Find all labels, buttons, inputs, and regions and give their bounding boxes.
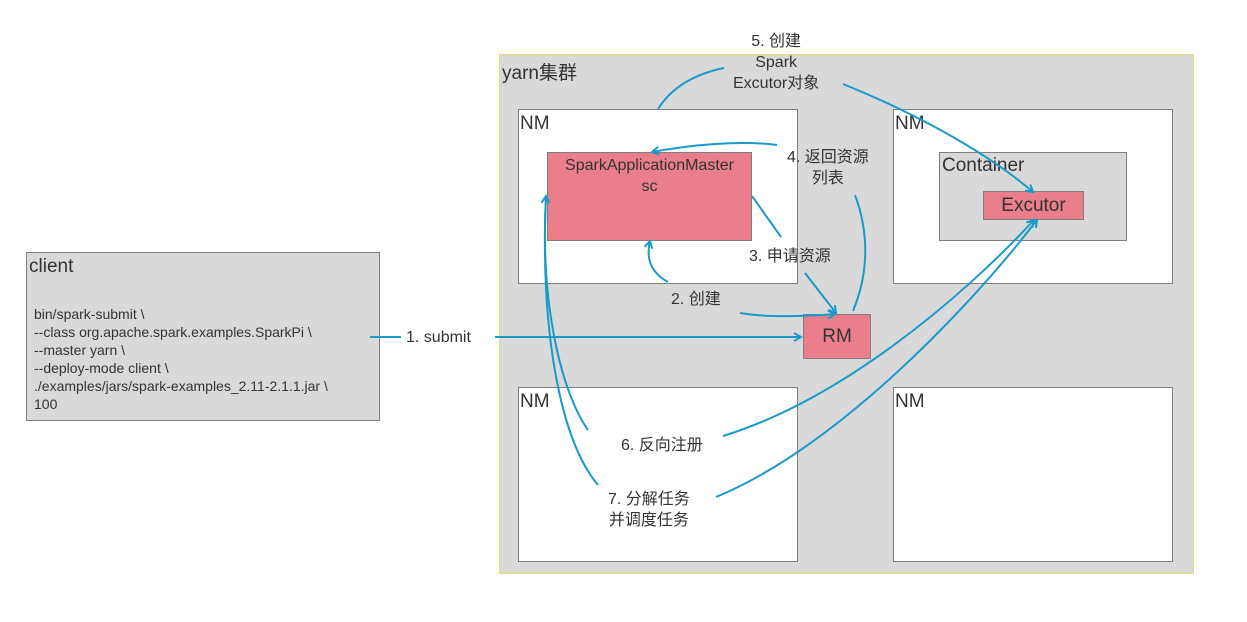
step-5-line3: Excutor对象 (733, 75, 820, 92)
step-7-line2: 并调度任务 (608, 512, 689, 529)
client-box: client bin/spark-submit \ --class org.ap… (26, 252, 380, 421)
node-manager-bottom-right: NM (893, 387, 1173, 562)
step-1-label: 1. submit (406, 329, 471, 346)
resource-manager: RM (803, 314, 871, 359)
client-title: client (29, 256, 74, 277)
step-7-line1: 7. 分解任务 (608, 491, 690, 508)
step-5-label: 5. 创建 Spark Excutor对象 (733, 31, 819, 94)
step-4-label: 4. 返回资源 列表 (787, 147, 869, 189)
step-7-label: 7. 分解任务 并调度任务 (608, 489, 690, 531)
node-manager-bottom-left: NM (518, 387, 798, 562)
step-2-label: 2. 创建 (671, 291, 721, 308)
yarn-cluster-title: yarn集群 (502, 63, 577, 84)
step-5-line2: Spark (755, 54, 798, 71)
step-4-line2: 列表 (811, 170, 844, 187)
node-manager-title: NM (895, 391, 925, 412)
spark-submit-command: bin/spark-submit \ --class org.apache.sp… (34, 306, 328, 412)
node-manager-title: NM (895, 113, 925, 134)
node-manager-title: NM (520, 391, 550, 412)
app-master-label: SparkApplicationMaster (565, 157, 734, 174)
spark-application-master: SparkApplicationMaster sc (547, 152, 752, 241)
spark-context-label: sc (641, 178, 658, 195)
container-title: Container (942, 155, 1025, 176)
step-4-line1: 4. 返回资源 (787, 149, 869, 166)
step-5-line1: 5. 创建 (751, 33, 802, 50)
step-6-label: 6. 反向注册 (621, 437, 703, 454)
node-manager-title: NM (520, 113, 550, 134)
step-3-label: 3. 申请资源 (749, 248, 831, 265)
executor-box: Excutor (983, 191, 1084, 220)
